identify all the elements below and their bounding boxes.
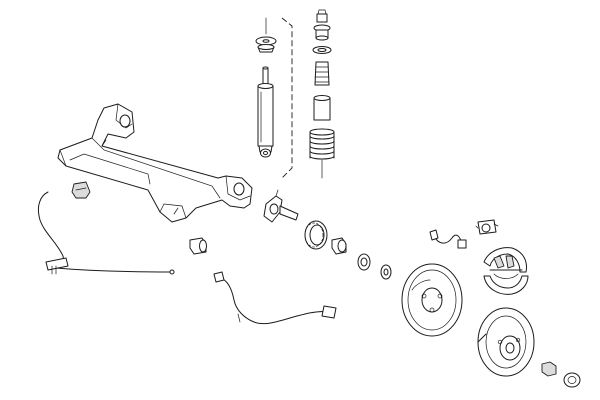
brake-hose[interactable] [429, 229, 467, 249]
brake-backplate[interactable] [401, 263, 463, 337]
rubber-mount[interactable] [71, 181, 91, 199]
wheel-bearing[interactable] [331, 237, 347, 255]
dust-cap[interactable] [563, 372, 581, 388]
axle-bushing[interactable] [189, 237, 207, 255]
abs-sensor-ring[interactable] [304, 220, 328, 250]
top-mount-stack[interactable] [255, 17, 277, 53]
rear-axle-beam[interactable] [57, 103, 253, 223]
abs-cable-left[interactable] [37, 191, 175, 275]
brake-drum[interactable] [477, 307, 535, 377]
hub-nut-washer[interactable] [380, 264, 392, 280]
bearing-seal[interactable] [357, 253, 371, 271]
spring-strut-stack[interactable] [309, 9, 335, 179]
brake-shoes[interactable] [483, 247, 529, 295]
hub-carrier[interactable] [263, 189, 299, 223]
assembly-bracket [281, 17, 293, 179]
shock-absorber[interactable] [257, 66, 274, 158]
brake-cylinder[interactable] [475, 219, 499, 235]
abs-cable-center[interactable] [213, 271, 337, 325]
hub-nut[interactable] [541, 361, 557, 377]
